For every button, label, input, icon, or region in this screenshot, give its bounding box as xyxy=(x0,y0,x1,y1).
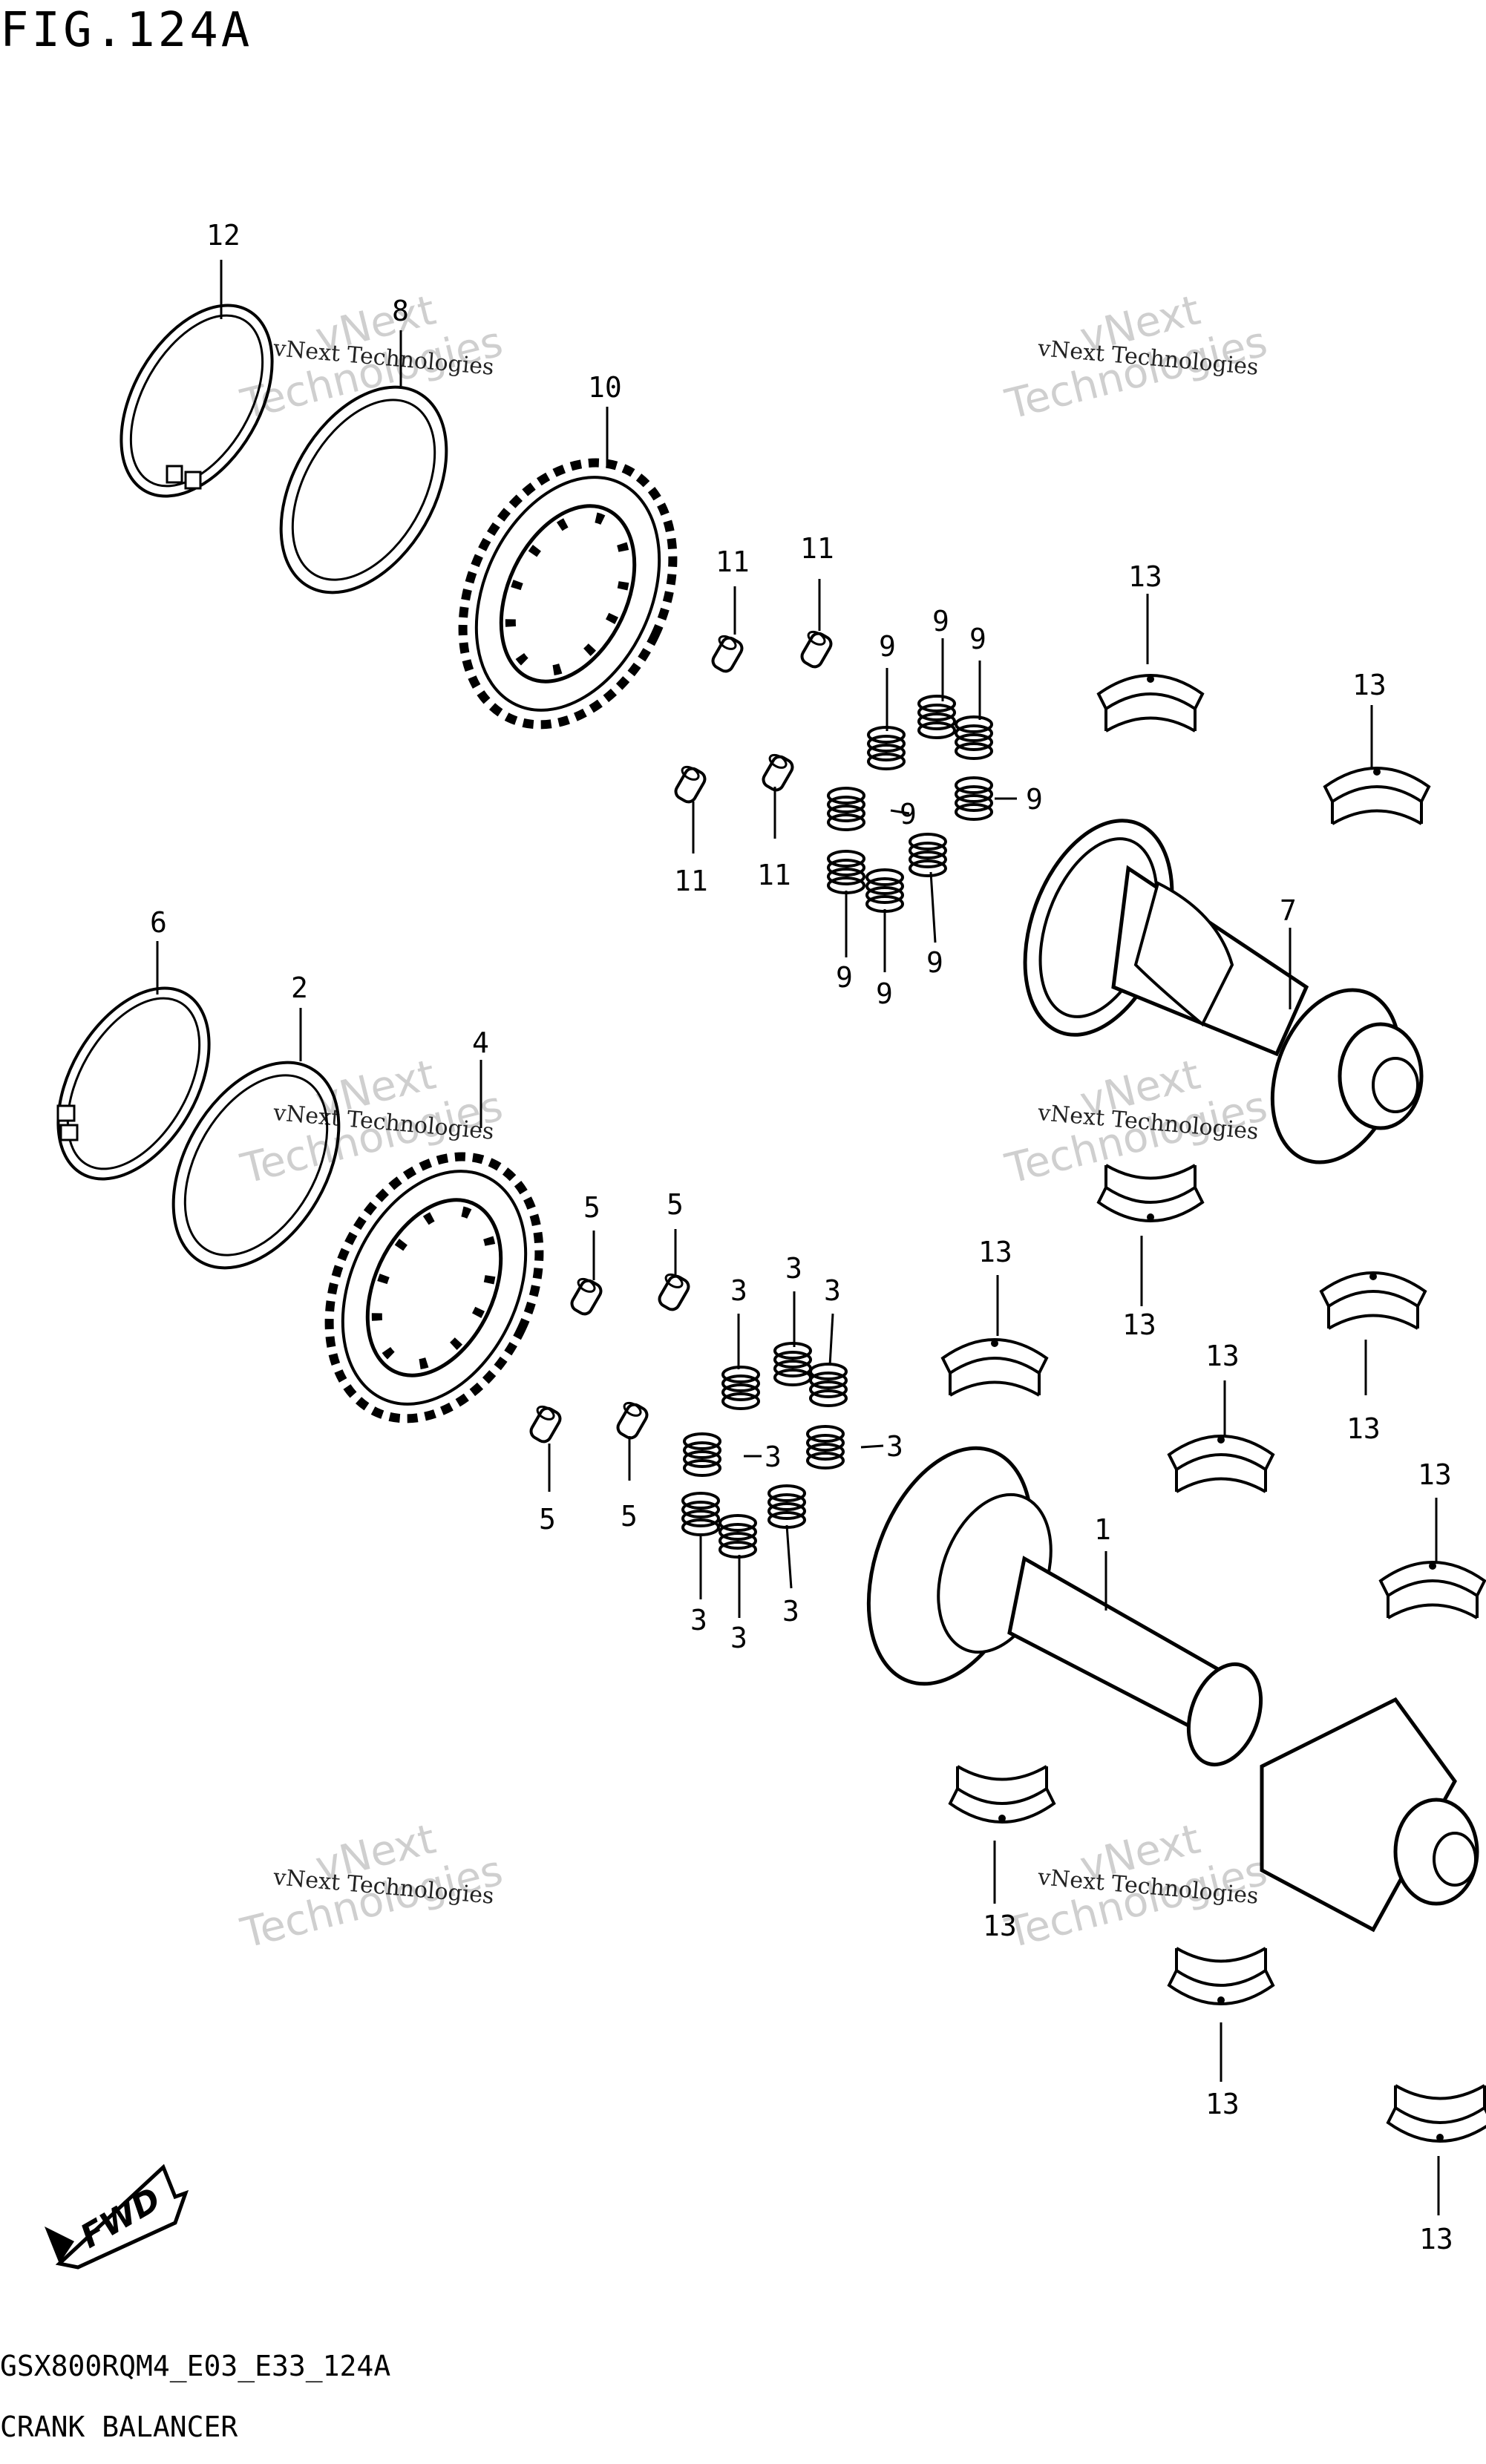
spring-9 xyxy=(909,833,947,877)
callout-4: 4 xyxy=(472,1026,489,1059)
pin-5 xyxy=(526,1402,565,1446)
callout-5: 5 xyxy=(621,1500,638,1533)
callout-9: 9 xyxy=(969,623,986,655)
pin-11 xyxy=(671,762,710,807)
callout-13: 13 xyxy=(1205,1340,1240,1372)
callout-11: 11 xyxy=(716,545,750,578)
spring-9 xyxy=(865,868,904,913)
circlip-6 xyxy=(56,986,211,1181)
callout-13: 13 xyxy=(1122,1308,1156,1341)
figure-name: CRANK BALANCER xyxy=(0,2411,238,2443)
callout-13: 13 xyxy=(1418,1458,1452,1491)
callout-labels: 12 8 10 11 11 11 11 9 9 9 9 9 9 9 9 13 1… xyxy=(150,219,1453,2255)
bearing-13 xyxy=(1323,767,1430,825)
bearing-13 xyxy=(1168,1435,1274,1493)
figure-title: FIG.124A xyxy=(0,3,253,58)
leader-lines xyxy=(156,260,1440,2215)
callout-6: 6 xyxy=(150,906,167,939)
bearing-13 xyxy=(1379,1561,1486,1619)
callout-13: 13 xyxy=(1352,669,1387,701)
callout-5: 5 xyxy=(539,1503,556,1536)
callout-3: 3 xyxy=(785,1252,802,1285)
bearing-13 xyxy=(949,1765,1055,1824)
callout-3: 3 xyxy=(886,1430,903,1463)
pin-5 xyxy=(567,1274,606,1319)
callout-3: 3 xyxy=(690,1604,707,1636)
bearing-13 xyxy=(941,1338,1048,1397)
circlip-12 xyxy=(120,304,274,498)
callout-9: 9 xyxy=(926,946,943,979)
callout-5: 5 xyxy=(583,1191,600,1224)
spring-9 xyxy=(955,715,993,760)
model-code: GSX800RQM4_E03_E33_124A xyxy=(0,2350,391,2382)
callout-13: 13 xyxy=(1346,1412,1381,1445)
callout-11: 11 xyxy=(800,532,834,565)
callout-9: 9 xyxy=(836,961,853,994)
gear-10 xyxy=(458,458,678,730)
spring-3 xyxy=(681,1492,720,1536)
spring-3 xyxy=(773,1342,812,1386)
callout-13: 13 xyxy=(1128,560,1162,593)
bearing-13 xyxy=(1320,1271,1427,1330)
fwd-arrow-icon: FWD xyxy=(45,2163,189,2270)
callout-10: 10 xyxy=(588,371,622,404)
pin-11 xyxy=(708,632,747,676)
callout-9: 9 xyxy=(879,630,896,663)
spring-3 xyxy=(806,1425,845,1469)
callout-3: 3 xyxy=(782,1595,799,1628)
callout-13: 13 xyxy=(1205,2088,1240,2120)
callout-3: 3 xyxy=(730,1274,747,1307)
spring-3 xyxy=(721,1366,760,1410)
spring-9 xyxy=(955,776,993,821)
gear-4 xyxy=(324,1152,544,1423)
pin-5 xyxy=(613,1398,652,1443)
spring-9 xyxy=(827,787,865,831)
pin-11 xyxy=(759,750,797,795)
callout-11: 11 xyxy=(757,859,791,891)
bearing-13 xyxy=(1168,1947,1274,2005)
callout-8: 8 xyxy=(392,295,409,327)
callout-9: 9 xyxy=(876,977,893,1010)
bearing-13 xyxy=(1097,1164,1204,1222)
callout-7: 7 xyxy=(1280,894,1297,927)
bearing-13 xyxy=(1097,674,1204,733)
washer-2 xyxy=(171,1061,341,1270)
callout-1: 1 xyxy=(1094,1513,1111,1546)
callout-9: 9 xyxy=(900,798,917,830)
spring-3 xyxy=(809,1363,848,1407)
bearing-13 xyxy=(1387,2084,1486,2143)
callout-9: 9 xyxy=(1026,783,1043,816)
spring-3 xyxy=(767,1484,806,1529)
spring-3 xyxy=(683,1432,721,1477)
washer-8 xyxy=(279,385,448,594)
callout-9: 9 xyxy=(932,605,949,638)
callout-11: 11 xyxy=(674,865,708,897)
callout-2: 2 xyxy=(291,971,308,1004)
callout-3: 3 xyxy=(765,1441,782,1473)
callout-5: 5 xyxy=(667,1188,684,1221)
spring-9 xyxy=(917,695,956,739)
callout-13: 13 xyxy=(1419,2223,1453,2255)
callout-13: 13 xyxy=(983,1910,1017,1942)
crankshaft-1 xyxy=(866,1446,1479,1933)
spring-9 xyxy=(827,850,865,894)
callout-3: 3 xyxy=(824,1274,841,1307)
pin-5 xyxy=(655,1270,693,1314)
callout-12: 12 xyxy=(206,219,240,252)
spring-3 xyxy=(719,1514,757,1559)
pin-11 xyxy=(797,627,836,672)
spring-9 xyxy=(867,726,906,770)
balancer-shaft-7 xyxy=(1023,819,1424,1164)
callout-3: 3 xyxy=(730,1622,747,1654)
callout-13: 13 xyxy=(978,1236,1012,1268)
